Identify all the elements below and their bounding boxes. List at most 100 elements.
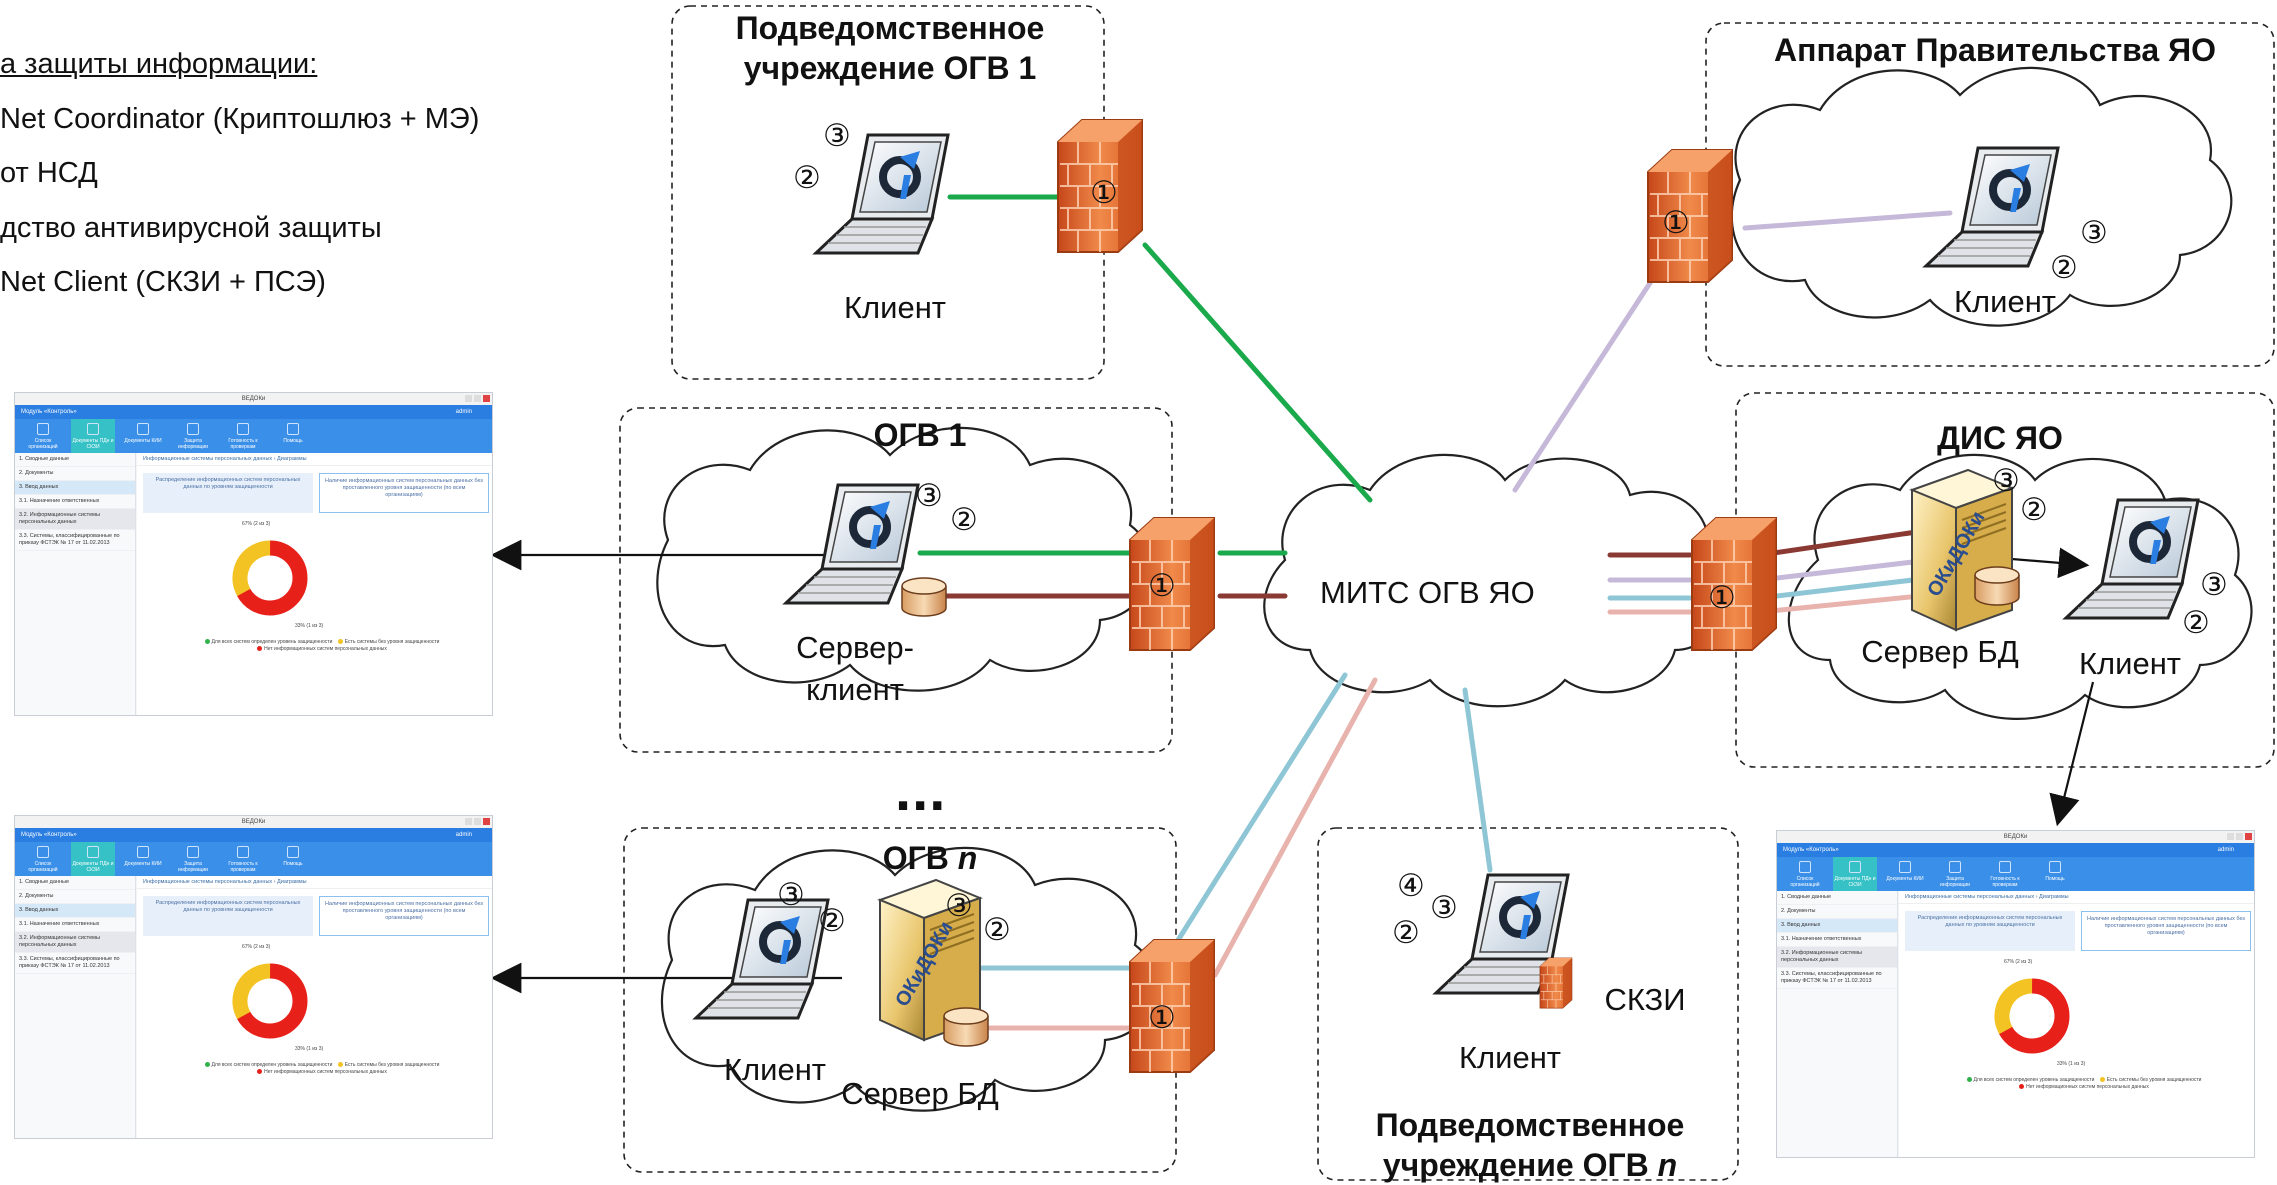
nav-documents-kii[interactable]: Документы КИИ (121, 419, 165, 453)
document-icon (87, 846, 99, 858)
ellipsis: ... (895, 758, 947, 823)
fw-badge-dis: ① (1708, 580, 1736, 615)
side-item-responsible[interactable]: 3.1. Назначение ответственных (15, 495, 135, 509)
nav-documents-kii[interactable]: Документы КИИ (1883, 857, 1927, 891)
breadcrumb[interactable]: Информационные системы персональных данн… (137, 876, 492, 889)
nav-help[interactable]: Помощь (2033, 857, 2077, 891)
side-item-responsible[interactable]: 3.1. Назначение ответственных (1777, 933, 1897, 947)
close-icon[interactable] (2245, 833, 2252, 840)
side-item-fstec[interactable]: 3.3. Системы, классифицированные по прик… (1777, 968, 1897, 989)
help-icon (287, 846, 299, 858)
app-navbar: Список организаций Документы ПДн и СКЗИ … (15, 419, 492, 453)
label-client-sub-ogv1: Клиент (843, 290, 947, 325)
card-no-level[interactable]: Наличие информационных систем персональн… (2081, 911, 2251, 951)
nav-organizations[interactable]: Список организаций (1783, 857, 1827, 891)
card-distribution[interactable]: Распределение информационных систем перс… (143, 473, 313, 513)
maximize-icon[interactable] (474, 395, 481, 402)
user-name[interactable]: admin (2217, 847, 2234, 853)
nav-help[interactable]: Помощь (271, 419, 315, 453)
side-item-ispdn[interactable]: 3.2. Информационные системы персональных… (15, 932, 135, 953)
nav-readiness[interactable]: Готовность к проверкам (221, 842, 265, 876)
donut-label-yellow: 33% (1 из 3) (295, 1046, 324, 1052)
user-name[interactable]: admin (455, 409, 472, 415)
side-item-data-entry[interactable]: 3. Ввод данных (15, 481, 135, 495)
card-distribution[interactable]: Распределение информационных систем перс… (143, 896, 313, 936)
nav-documents-pdn[interactable]: Документы ПДн и СКЗИ (71, 842, 115, 876)
donut-legend: Для всех систем определен уровень защище… (147, 1062, 492, 1076)
side-item-summary[interactable]: 1. Сводные данные (15, 876, 135, 890)
maximize-icon[interactable] (2236, 833, 2243, 840)
nav-organizations[interactable]: Список организаций (21, 419, 65, 453)
side-item-fstec[interactable]: 3.3. Системы, классифицированные по прик… (15, 953, 135, 974)
app-sidebar: 1. Сводные данные 2. Документы 3. Ввод д… (15, 453, 136, 715)
badge-ogvn-client-3: ③ (777, 877, 805, 912)
breadcrumb[interactable]: Информационные системы персональных данн… (1899, 891, 2254, 904)
nav-readiness[interactable]: Готовность к проверкам (221, 419, 265, 453)
maximize-icon[interactable] (474, 818, 481, 825)
side-item-documents[interactable]: 2. Документы (15, 890, 135, 904)
checklist-icon (237, 846, 249, 858)
badge-ogvn-client-2: ② (818, 903, 846, 938)
nav-protection[interactable]: Защита информации (171, 419, 215, 453)
document-icon (1849, 861, 1861, 873)
network-icon (137, 846, 149, 858)
label-server-client-ogv1: Сервер-клиент (796, 630, 914, 707)
nav-documents-pdn[interactable]: Документы ПДн и СКЗИ (71, 419, 115, 453)
label-client-sub-ogvn: Клиент (1458, 1040, 1562, 1075)
side-item-documents[interactable]: 2. Документы (1777, 905, 1897, 919)
zone-title-sub-ogvn: Подведомственное учреждение ОГВ n (1375, 1107, 1685, 1183)
badge-ogv1-2: ② (950, 502, 978, 537)
side-item-responsible[interactable]: 3.1. Назначение ответственных (15, 918, 135, 932)
side-item-data-entry[interactable]: 3. Ввод данных (15, 904, 135, 918)
nav-protection[interactable]: Защита информации (1933, 857, 1977, 891)
side-item-ispdn[interactable]: 3.2. Информационные системы персональных… (15, 509, 135, 530)
card-distribution[interactable]: Распределение информационных систем перс… (1905, 911, 2075, 951)
nav-documents-kii[interactable]: Документы КИИ (121, 842, 165, 876)
minimize-icon[interactable] (465, 395, 472, 402)
nav-protection[interactable]: Защита информации (171, 842, 215, 876)
app-sidebar: 1. Сводные данные 2. Документы 3. Ввод д… (1777, 891, 1898, 1157)
side-item-ispdn[interactable]: 3.2. Информационные системы персональных… (1777, 947, 1897, 968)
app-screenshot-1: ВЕДОКи Модуль «Контроль» admin Список ор… (14, 392, 493, 716)
side-item-documents[interactable]: 2. Документы (15, 467, 135, 481)
nav-documents-pdn[interactable]: Документы ПДн и СКЗИ (1833, 857, 1877, 891)
user-name[interactable]: admin (455, 832, 472, 838)
side-item-summary[interactable]: 1. Сводные данные (15, 453, 135, 467)
nav-help[interactable]: Помощь (271, 842, 315, 876)
label-client-ogvn: Клиент (723, 1052, 827, 1087)
badge-apparat-3: ③ (2080, 215, 2108, 250)
checklist-icon (237, 423, 249, 435)
db-ogv1 (901, 577, 947, 617)
minimize-icon[interactable] (465, 818, 472, 825)
donut-label-yellow: 33% (1 из 3) (295, 623, 324, 629)
label-skzi: СКЗИ (1604, 982, 1686, 1017)
zone-title-apparat: Аппарат Правительства ЯО (1774, 32, 2216, 68)
legend-item-3: дство антивирусной защиты (0, 212, 382, 244)
close-icon[interactable] (483, 395, 490, 402)
zone-title-ogvn: ОГВ n (882, 840, 978, 876)
breadcrumb[interactable]: Информационные системы персональных данн… (137, 453, 492, 466)
side-item-data-entry[interactable]: 3. Ввод данных (1777, 919, 1897, 933)
legend-title: а защиты информации: (0, 48, 318, 80)
close-icon[interactable] (483, 818, 490, 825)
minimize-icon[interactable] (2227, 833, 2234, 840)
zone-box-sub-ogv1 (671, 5, 1105, 380)
app-main: Информационные системы персональных данн… (137, 876, 492, 1138)
card-no-level[interactable]: Наличие информационных систем персональн… (319, 896, 489, 936)
card-no-level[interactable]: Наличие информационных систем персональн… (319, 473, 489, 513)
label-server-dis: Сервер БД (1861, 634, 2019, 669)
legend-item-1: Net Coordinator (Криптошлюз + МЭ) (0, 103, 480, 135)
side-item-summary[interactable]: 1. Сводные данные (1777, 891, 1897, 905)
nav-readiness[interactable]: Готовность к проверкам (1983, 857, 2027, 891)
donut-chart (232, 963, 308, 1039)
legend-item-4: Net Client (СКЗИ + ПСЭ) (0, 266, 326, 298)
badge-sub-ogv1-2: ② (793, 160, 821, 195)
firewall-apparat (1647, 149, 1733, 283)
donut-chart (232, 540, 308, 616)
list-icon (1799, 861, 1811, 873)
nav-organizations[interactable]: Список организаций (21, 842, 65, 876)
network-icon (137, 423, 149, 435)
side-item-fstec[interactable]: 3.3. Системы, классифицированные по прик… (15, 530, 135, 551)
app-topbar: Модуль «Контроль» admin (15, 405, 492, 419)
